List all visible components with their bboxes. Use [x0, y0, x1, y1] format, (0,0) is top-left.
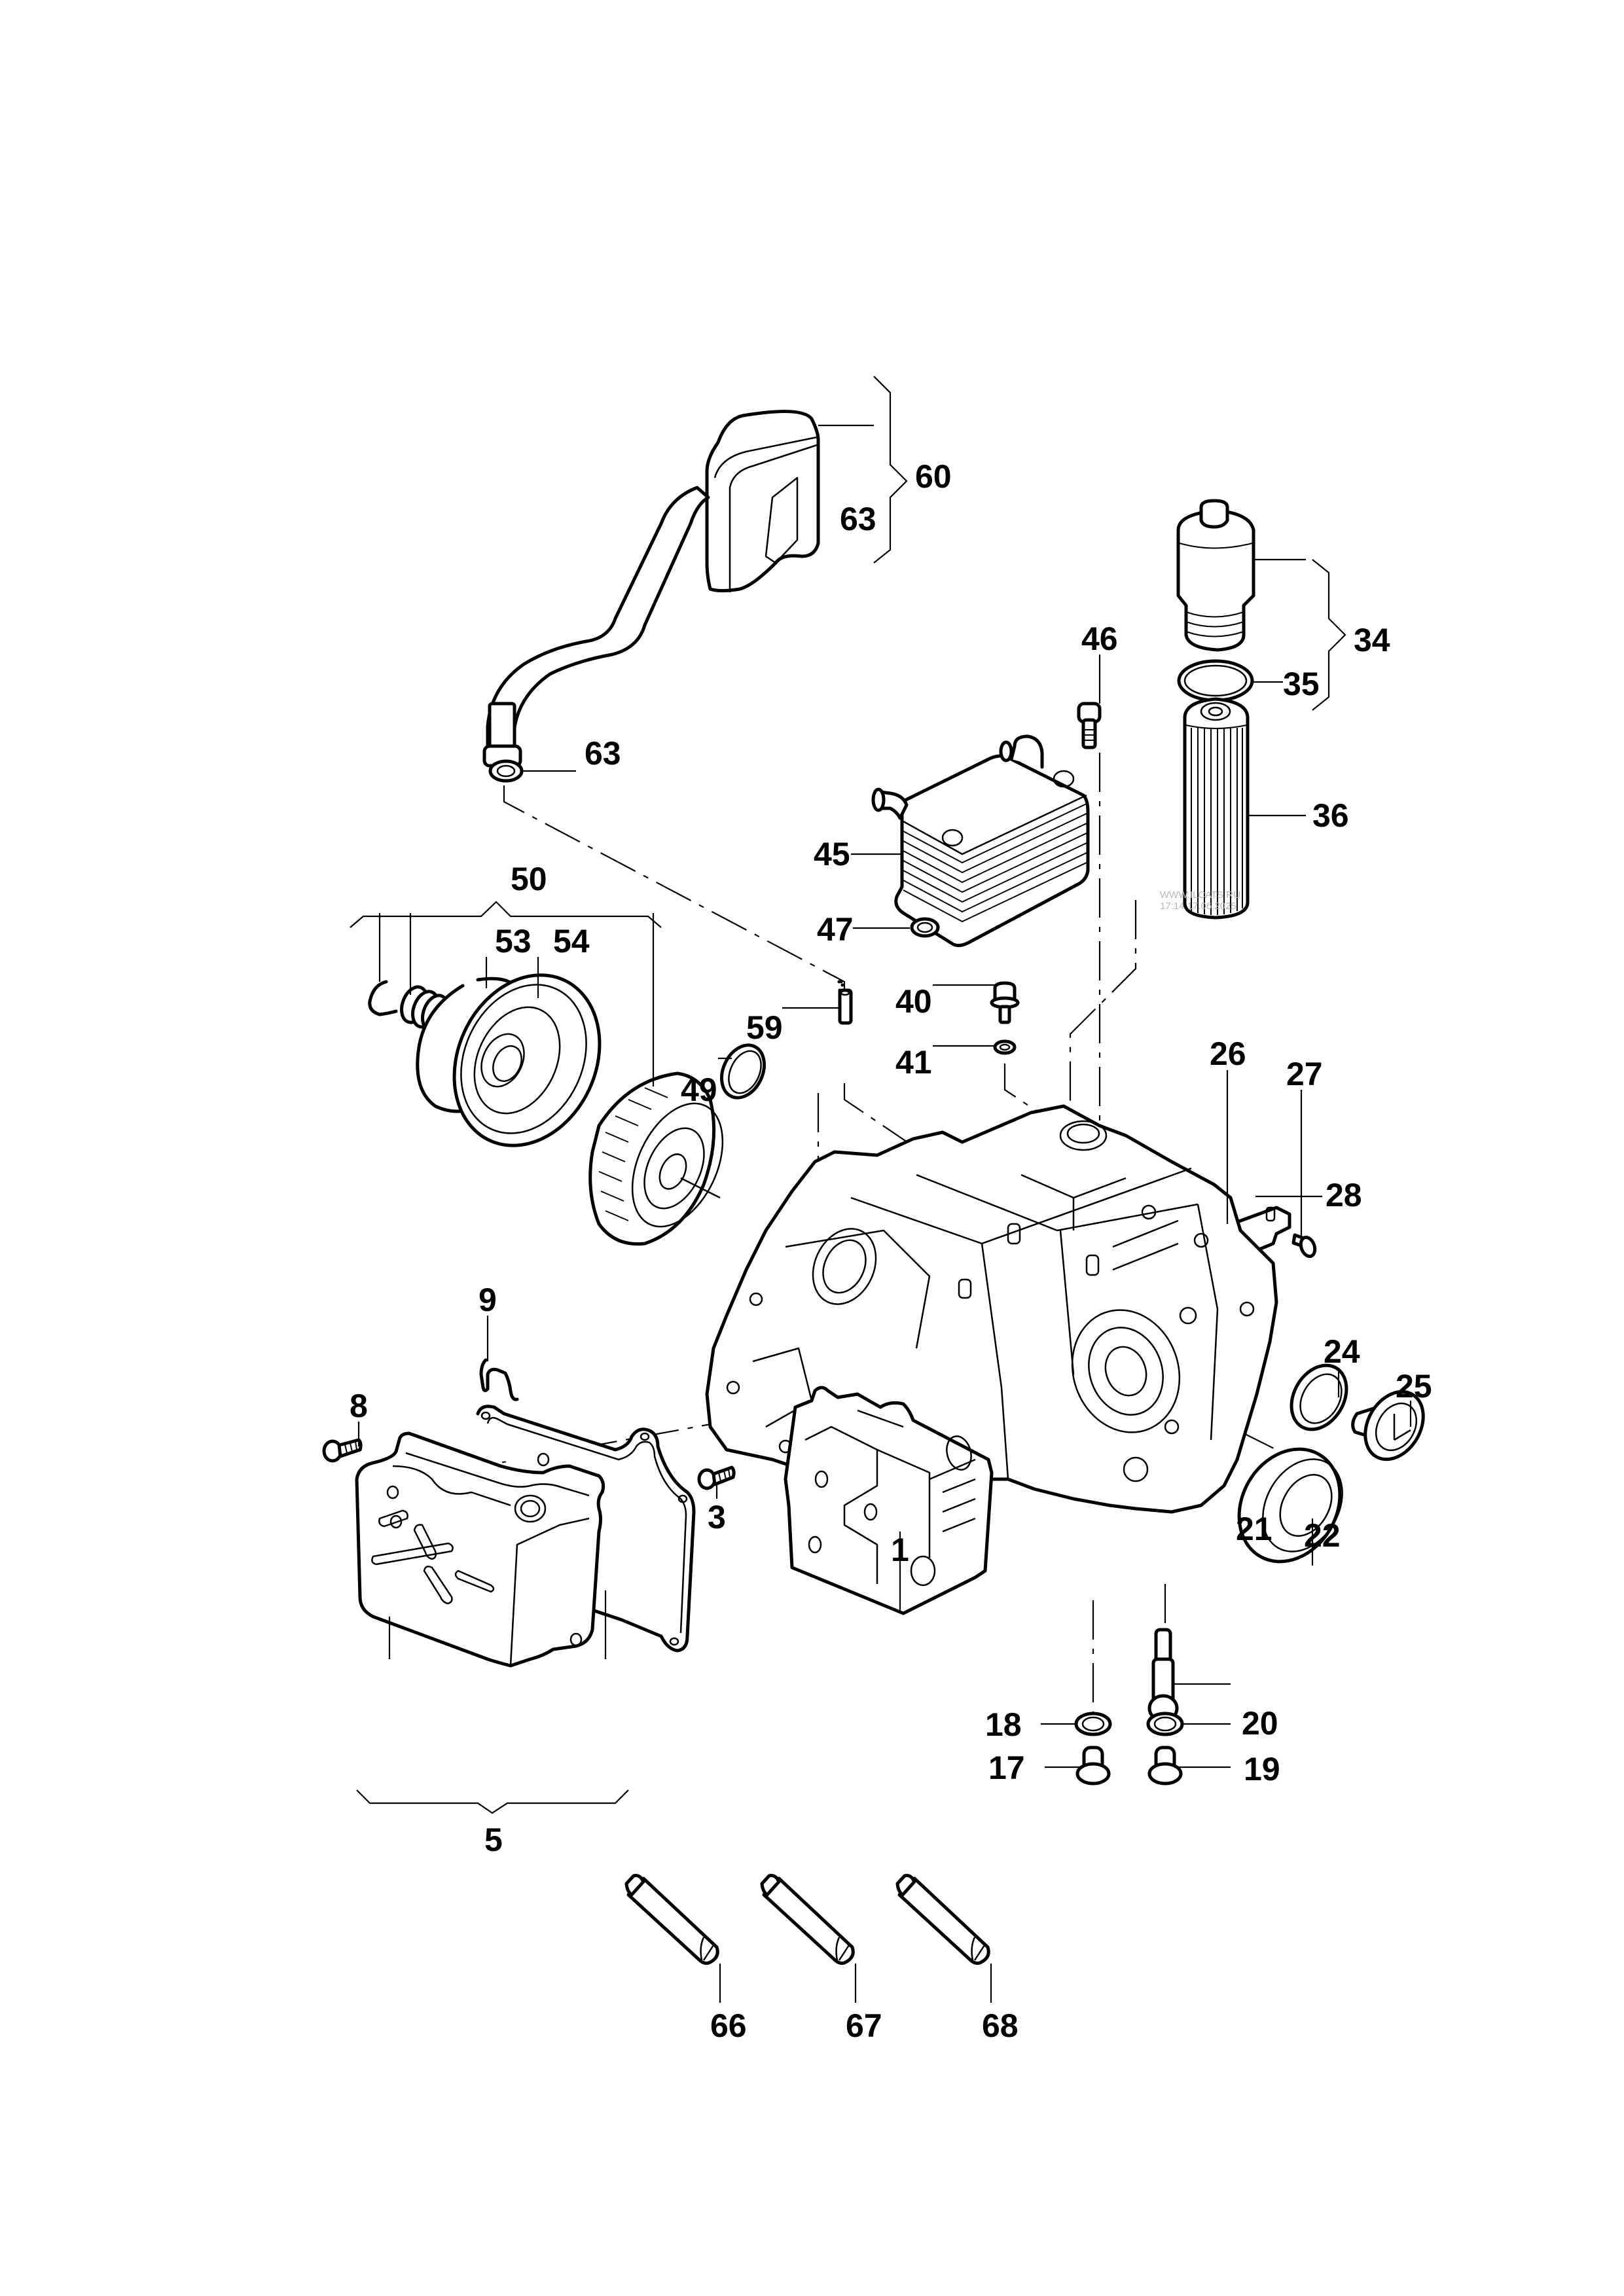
part-18-seal[interactable]: [1074, 1712, 1112, 1736]
brace-50: [350, 901, 662, 928]
callout-53[interactable]: 53: [495, 923, 532, 960]
watermark-site: WWW.ILCATS.RU: [1160, 889, 1240, 901]
part-67-sealant-tube[interactable]: [760, 1874, 855, 1965]
part-63-pipe-fitting[interactable]: [482, 702, 522, 768]
part-50-clutch-drum[interactable]: [588, 1071, 741, 1246]
brace-60: [873, 376, 908, 564]
callout-45[interactable]: 45: [814, 836, 850, 872]
leader-lines: [357, 424, 1412, 2003]
part-19-drain-plug[interactable]: [1147, 1746, 1183, 1785]
part-63-seal-ring[interactable]: [488, 759, 524, 783]
part-60-oil-strainer[interactable]: [486, 410, 820, 755]
callout-49[interactable]: 49: [681, 1071, 717, 1108]
part-41-washer[interactable]: [993, 1039, 1017, 1055]
callout-1[interactable]: 1: [891, 1532, 909, 1568]
callout-3[interactable]: 3: [708, 1499, 726, 1535]
part-9-clip[interactable]: [479, 1358, 519, 1401]
callout-41[interactable]: 41: [895, 1044, 932, 1081]
part-5-oil-pan[interactable]: [355, 1431, 605, 1668]
part-27-bolt[interactable]: [1291, 1233, 1318, 1259]
part-17-drain-plug[interactable]: [1075, 1746, 1111, 1785]
callout-9[interactable]: 9: [478, 1282, 497, 1318]
callout-34[interactable]: 34: [1354, 622, 1390, 658]
part-34-filter-housing[interactable]: [1176, 499, 1255, 652]
callout-35[interactable]: 35: [1283, 666, 1320, 702]
callout-67[interactable]: 67: [846, 2007, 882, 2044]
part-35-o-ring[interactable]: [1177, 659, 1254, 702]
callout-63-group[interactable]: 63: [840, 501, 876, 537]
callout-17[interactable]: 17: [988, 1749, 1025, 1786]
part-59-dowel-sleeve[interactable]: [838, 988, 853, 1025]
part-22-seal[interactable]: [1219, 1431, 1360, 1580]
callout-46[interactable]: 46: [1081, 620, 1118, 657]
part-24-seal[interactable]: [1280, 1355, 1358, 1439]
callout-36[interactable]: 36: [1312, 797, 1349, 834]
callout-50[interactable]: 50: [511, 861, 547, 897]
part-49-seal[interactable]: [713, 1038, 772, 1104]
callout-68[interactable]: 68: [982, 2007, 1019, 2044]
callout-24[interactable]: 24: [1324, 1333, 1360, 1370]
callout-19[interactable]: 19: [1244, 1751, 1280, 1787]
callout-27[interactable]: 27: [1286, 1056, 1323, 1092]
part-36-filter-element[interactable]: [1183, 697, 1250, 920]
callout-54[interactable]: 54: [553, 923, 590, 960]
watermark: WWW.ILCATS.RU 17:14 17.06.2025: [1160, 889, 1240, 912]
part-21-overflow-tube[interactable]: [1147, 1628, 1179, 1723]
callout-18[interactable]: 18: [985, 1706, 1022, 1743]
part-50-snap-ring[interactable]: [368, 980, 398, 1016]
callout-25[interactable]: 25: [1396, 1368, 1432, 1405]
group-braces: [350, 376, 1346, 1814]
callout-8[interactable]: 8: [350, 1388, 368, 1424]
part-8-bolt[interactable]: [322, 1438, 363, 1463]
part-47-seal-ring[interactable]: [910, 917, 940, 938]
callout-26[interactable]: 26: [1210, 1035, 1246, 1072]
part-68-sealant-tube[interactable]: [895, 1874, 990, 1965]
part-46-bolt[interactable]: [1077, 702, 1102, 749]
callout-28[interactable]: 28: [1326, 1177, 1362, 1213]
callout-labels: 60 63 63 34 35 36 46 45 47 50 53 54 59 4…: [350, 458, 1432, 2044]
brace-34: [1312, 559, 1346, 711]
callout-22[interactable]: 22: [1304, 1517, 1341, 1554]
callout-21[interactable]: 21: [1236, 1511, 1272, 1547]
part-1-mechatronic-unit[interactable]: [784, 1386, 994, 1615]
callout-47[interactable]: 47: [817, 911, 854, 948]
callout-20[interactable]: 20: [1242, 1705, 1278, 1742]
callout-5[interactable]: 5: [484, 1821, 503, 1858]
part-40-banjo-bolt[interactable]: [837, 980, 1020, 1024]
watermark-timestamp: 17:14 17.06.2025: [1160, 901, 1236, 912]
callout-66[interactable]: 66: [710, 2007, 747, 2044]
part-45-oil-cooler[interactable]: [871, 734, 1090, 948]
part-54-clutch-piston[interactable]: [427, 951, 626, 1169]
brace-5: [356, 1789, 629, 1814]
part-25-flange-plug[interactable]: [1351, 1381, 1435, 1469]
part-20-seal[interactable]: [1146, 1712, 1184, 1736]
callout-60[interactable]: 60: [915, 458, 952, 495]
callout-63-ring[interactable]: 63: [585, 735, 621, 772]
callout-40[interactable]: 40: [895, 983, 932, 1020]
callout-59[interactable]: 59: [746, 1009, 783, 1046]
part-3-bolt[interactable]: [697, 1465, 736, 1490]
part-66-sealant-tube[interactable]: [624, 1874, 719, 1965]
